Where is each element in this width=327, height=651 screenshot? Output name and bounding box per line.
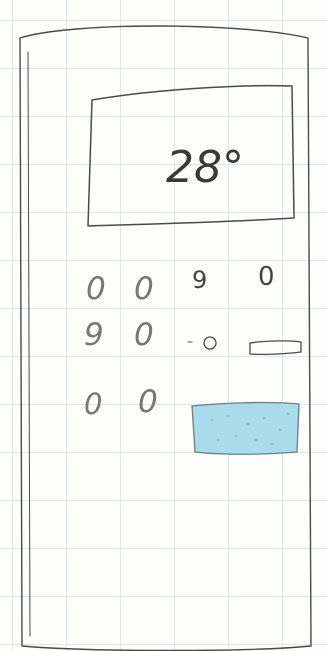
accent-pad[interactable] — [192, 403, 299, 455]
right-control-cluster[interactable]: 9 0 — [188, 262, 301, 354]
mode-button[interactable]: 9 — [192, 266, 207, 294]
left-button-grid[interactable]: 0 0 9 0 0 0 — [84, 271, 158, 421]
keypad-button-2[interactable]: 0 — [134, 271, 154, 307]
remote-body-outline — [20, 26, 311, 651]
keypad-button-4[interactable]: 0 — [134, 317, 154, 353]
temperature-readout: 28° — [166, 142, 244, 193]
display-screen: 28° — [88, 86, 294, 226]
power-button[interactable]: 0 — [258, 262, 275, 292]
keypad-button-6[interactable]: 0 — [138, 384, 158, 420]
small-round-button[interactable] — [204, 337, 216, 349]
keypad-button-5[interactable]: 0 — [84, 387, 102, 421]
slider-switch[interactable] — [250, 341, 301, 354]
keypad-button-1[interactable]: 0 — [86, 271, 106, 307]
remote-body-inner-edge — [28, 52, 30, 636]
keypad-button-3[interactable]: 9 — [84, 317, 104, 353]
